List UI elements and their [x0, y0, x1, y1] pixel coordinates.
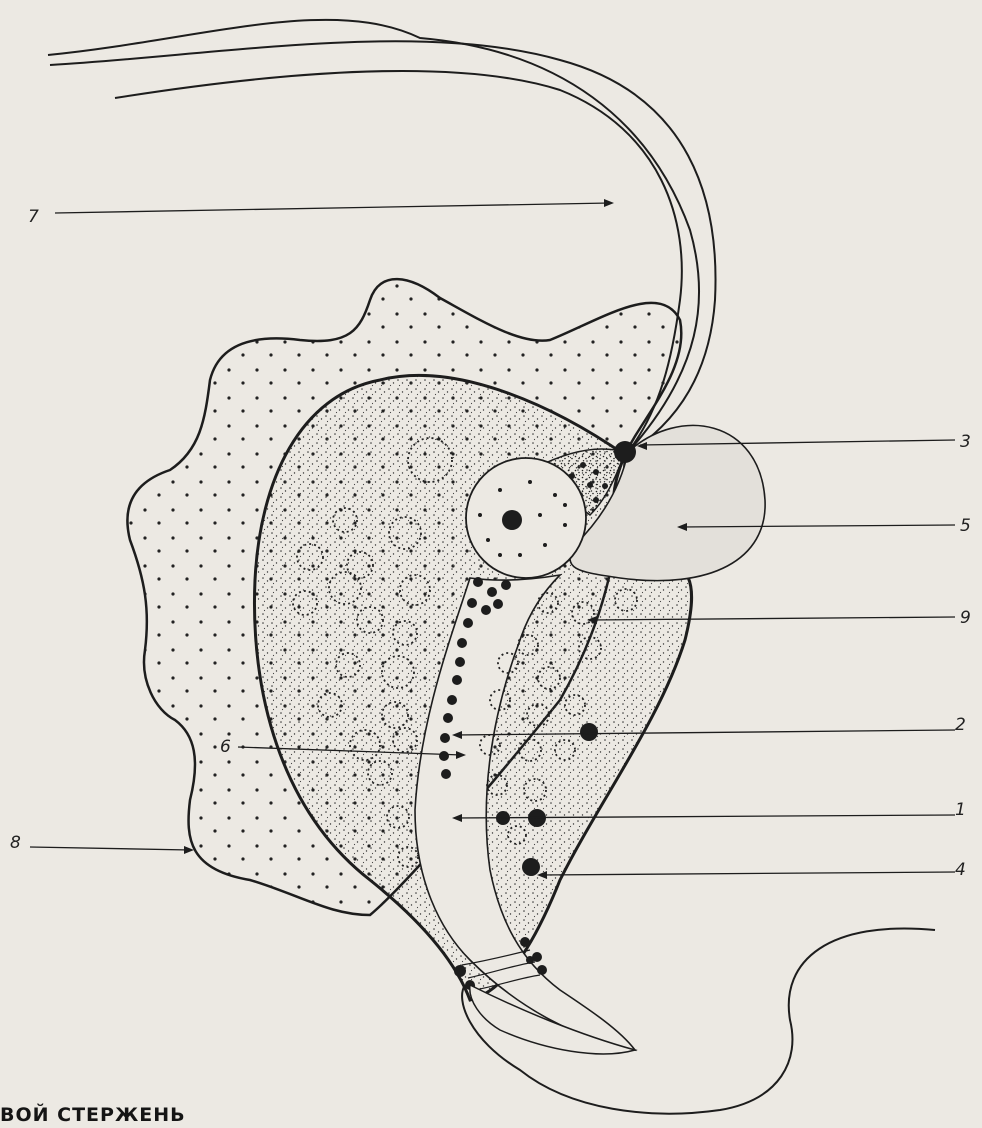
label-3: 3	[960, 432, 971, 452]
round-gland	[466, 458, 586, 578]
label-1: 1	[955, 800, 966, 820]
label-6: 6	[220, 737, 231, 757]
label-8: 8	[10, 833, 21, 853]
caption: ВОЙ СТЕРЖЕНЬ	[0, 1103, 186, 1126]
label-2: 2	[955, 715, 966, 735]
label-5: 5	[960, 516, 971, 536]
round-gland-nucleus	[502, 510, 522, 530]
node-3	[614, 441, 636, 463]
label-7: 7	[28, 207, 39, 227]
label-4: 4	[955, 860, 966, 880]
label-9: 9	[960, 608, 971, 628]
